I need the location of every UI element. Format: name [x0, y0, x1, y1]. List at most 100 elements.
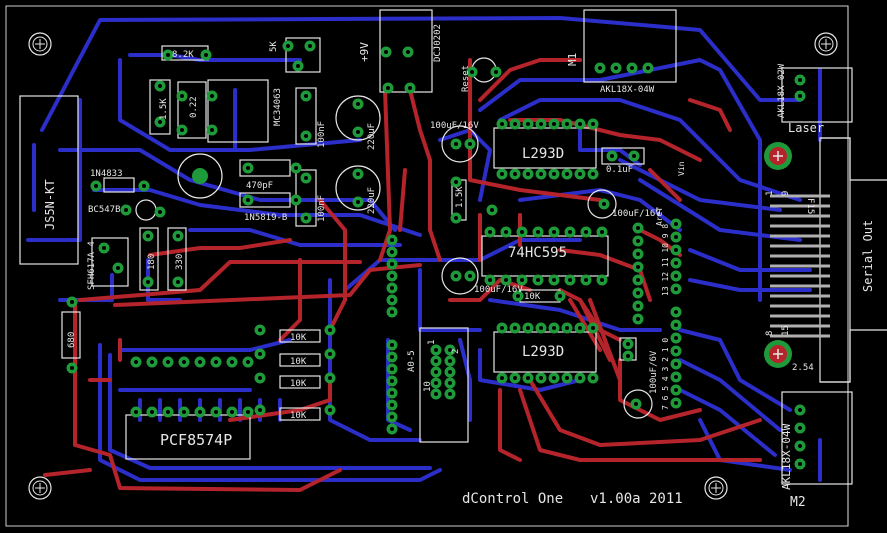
- solder-pad-icon: [210, 356, 222, 368]
- solder-pad-icon: [632, 313, 644, 325]
- solder-pad-icon: [522, 372, 534, 384]
- solder-pad-icon: [402, 46, 414, 58]
- solder-pad-icon: [632, 274, 644, 286]
- pcf8574p-label: PCF8574P: [160, 431, 232, 449]
- solder-pad-icon: [386, 411, 398, 423]
- solder-pad-icon: [430, 366, 442, 378]
- solder-pad-icon: [324, 348, 336, 360]
- solder-pad-icon: [509, 322, 521, 334]
- solder-pad-icon: [226, 356, 238, 368]
- solder-pad-icon: [210, 406, 222, 418]
- pin-8-label: 8: [765, 331, 775, 336]
- solder-pad-icon: [522, 118, 534, 130]
- digital-low-pins-label: 7 6 5 4 3 2 1 0: [661, 338, 670, 410]
- cap-01uf-label: 0.1uF: [606, 165, 633, 175]
- solder-pad-icon: [324, 404, 336, 416]
- cap-220uf-a-label: 220uF: [367, 123, 377, 150]
- solder-pad-icon: [242, 406, 254, 418]
- solder-pad-icon: [154, 206, 166, 218]
- solder-pad-icon: [386, 258, 398, 270]
- solder-pad-icon: [386, 339, 398, 351]
- solder-pad-icon: [630, 398, 642, 410]
- solder-pad-icon: [176, 124, 188, 136]
- solder-pad-icon: [516, 226, 528, 238]
- solder-pad-icon: [496, 372, 508, 384]
- solder-pad-icon: [254, 348, 266, 360]
- solder-pad-icon: [382, 82, 394, 94]
- solder-pad-icon: [522, 168, 534, 180]
- solder-pad-icon: [130, 406, 142, 418]
- serial-out-label: Serial Out: [861, 220, 875, 292]
- solder-pad-icon: [130, 356, 142, 368]
- hdr-pin-2-label: 2: [451, 349, 461, 354]
- solder-pad-icon: [561, 118, 573, 130]
- res-330-label: 330: [175, 254, 185, 270]
- solder-pad-icon: [66, 362, 78, 374]
- solder-pad-icon: [632, 287, 644, 299]
- solder-pad-icon: [386, 375, 398, 387]
- solder-pad-icon: [66, 296, 78, 308]
- solder-pad-icon: [386, 399, 398, 411]
- res-1k5-label: 1.5K: [455, 186, 465, 208]
- solder-pad-icon: [300, 90, 312, 102]
- mounting-hole-icon: [28, 32, 52, 56]
- solder-pad-icon: [154, 80, 166, 92]
- solder-pad-icon: [574, 322, 586, 334]
- solder-pad-icon: [628, 150, 640, 162]
- solder-pad-icon: [172, 276, 184, 288]
- solder-pad-icon: [290, 194, 302, 206]
- f15-connector-pins: [770, 194, 830, 338]
- solder-pad-icon: [352, 196, 364, 208]
- solder-pad-icon: [496, 168, 508, 180]
- solder-pad-icon: [522, 322, 534, 334]
- solder-pad-icon: [138, 180, 150, 192]
- solder-pad-icon: [146, 406, 158, 418]
- dcj0202-label: DCJ0202: [433, 24, 443, 62]
- solder-pad-icon: [561, 372, 573, 384]
- solder-pad-icon: [594, 62, 606, 74]
- solder-pad-icon: [226, 406, 238, 418]
- m2-label: M2: [790, 495, 806, 510]
- solder-pad-icon: [626, 62, 638, 74]
- res-10k-5-label: 10K: [524, 292, 541, 302]
- solder-pad-icon: [386, 351, 398, 363]
- solder-pad-icon: [535, 168, 547, 180]
- l293d-top-label: L293D: [522, 146, 564, 162]
- solder-pad-icon: [598, 198, 610, 210]
- solder-pad-icon: [509, 168, 521, 180]
- mc34063-outline: [207, 79, 269, 143]
- solder-pad-icon: [324, 324, 336, 336]
- res-10k-2-label: 10K: [290, 357, 307, 367]
- solder-pad-icon: [561, 168, 573, 180]
- solder-pad-icon: [632, 235, 644, 247]
- solder-pad-icon: [642, 62, 654, 74]
- solder-pad-icon: [292, 60, 304, 72]
- solder-pad-icon: [120, 204, 132, 216]
- solder-pad-icon: [670, 358, 682, 370]
- solder-pad-icon: [450, 270, 462, 282]
- solder-pad-icon: [500, 226, 512, 238]
- solder-pad-icon: [172, 230, 184, 242]
- mounting-hole-icon: [28, 476, 52, 500]
- solder-pad-icon: [548, 274, 560, 286]
- solder-pad-icon: [464, 270, 476, 282]
- solder-pad-icon: [535, 322, 547, 334]
- solder-pad-icon: [794, 90, 806, 102]
- solder-pad-icon: [587, 322, 599, 334]
- solder-pad-icon: [670, 384, 682, 396]
- solder-pad-icon: [464, 138, 476, 150]
- js5n-kt-outline: [19, 95, 79, 265]
- solder-pad-icon: [386, 294, 398, 306]
- solder-pad-icon: [670, 371, 682, 383]
- akl-m1-label: AKL18X-04W: [600, 85, 655, 95]
- solder-pad-icon: [670, 283, 682, 295]
- vin-label: Vin: [677, 161, 686, 176]
- solder-pad-icon: [670, 397, 682, 409]
- aref-label: Aref: [655, 207, 664, 226]
- solder-pad-icon: [670, 306, 682, 318]
- js5n-kt-label: JS5N-KT: [43, 179, 57, 230]
- solder-pad-icon: [587, 168, 599, 180]
- solder-pad-icon: [632, 248, 644, 260]
- cap-100nf-b-label: 100nF: [317, 195, 327, 222]
- solder-pad-icon: [670, 332, 682, 344]
